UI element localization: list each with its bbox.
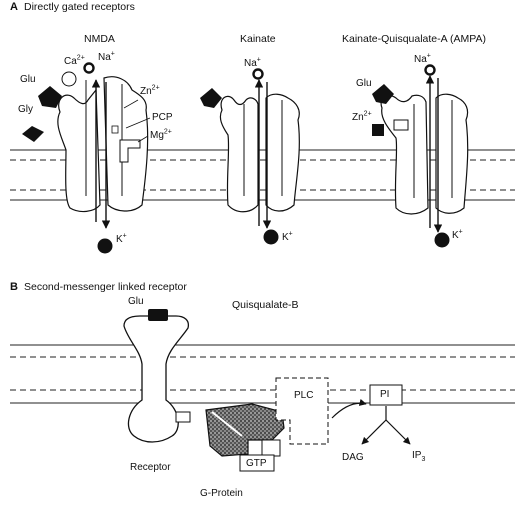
ampa-ligands bbox=[372, 64, 450, 248]
nmda-k-label: K+ bbox=[116, 232, 127, 245]
membrane-b bbox=[10, 344, 515, 404]
kainate-arrows bbox=[254, 79, 272, 229]
nmda-glu-label: Glu bbox=[20, 74, 36, 85]
panel-a-title: Directly gated receptors bbox=[24, 1, 135, 13]
ampa-glu-label: Glu bbox=[356, 78, 372, 89]
b-receptor-label: Receptor bbox=[130, 462, 171, 473]
nmda-na-label: Na+ bbox=[98, 50, 115, 63]
b-arrows bbox=[331, 398, 411, 445]
nmda-pcp-label: PCP bbox=[152, 112, 173, 123]
kainate-title: Kainate bbox=[240, 33, 276, 45]
b-gtp-label: GTP bbox=[246, 458, 267, 469]
panel-a-letter: A bbox=[10, 1, 18, 13]
b-receptor bbox=[123, 315, 190, 443]
panel-b-subtitle: Quisqualate-B bbox=[232, 299, 299, 311]
nmda-leaders bbox=[123, 99, 151, 143]
nmda-ligands bbox=[22, 62, 141, 254]
b-pi-box bbox=[369, 384, 403, 406]
nmda-arrows bbox=[91, 79, 111, 229]
nmda-ca-label: Ca2+ bbox=[64, 54, 85, 67]
kainate-channel bbox=[219, 93, 300, 213]
panel-b-letter: B bbox=[10, 281, 18, 293]
b-g-protein-label: G-Protein bbox=[200, 488, 243, 499]
b-pi-label: PI bbox=[380, 389, 390, 400]
b-plc bbox=[275, 377, 329, 445]
ampa-channel bbox=[380, 93, 469, 215]
b-dag-label: DAG bbox=[342, 452, 364, 463]
nmda-gly-label: Gly bbox=[18, 104, 33, 115]
b-plc-label: PLC bbox=[294, 390, 314, 401]
ampa-arrows bbox=[425, 75, 443, 233]
b-glu-ligand bbox=[148, 309, 168, 321]
b-ip3-label: IP3 bbox=[412, 450, 426, 463]
kainate-na-label: Na+ bbox=[244, 56, 261, 69]
nmda-zn-label: Zn2+ bbox=[140, 84, 160, 97]
panel-b-title: Second-messenger linked receptor bbox=[24, 281, 187, 293]
ampa-zn-label: Zn2+ bbox=[352, 110, 372, 123]
ampa-title: Kainate-Quisqualate-A (AMPA) bbox=[342, 33, 486, 45]
ampa-k-label: K+ bbox=[452, 228, 463, 241]
kainate-ligands bbox=[200, 68, 279, 245]
ampa-na-label: Na+ bbox=[414, 52, 431, 65]
b-receptor-linker bbox=[175, 411, 191, 423]
b-glu-label: Glu bbox=[128, 296, 144, 307]
kainate-k-label: K+ bbox=[282, 230, 293, 243]
nmda-mg-label: Mg2+ bbox=[150, 128, 172, 141]
b-g-protein bbox=[205, 403, 285, 472]
nmda-title: NMDA bbox=[84, 33, 115, 45]
